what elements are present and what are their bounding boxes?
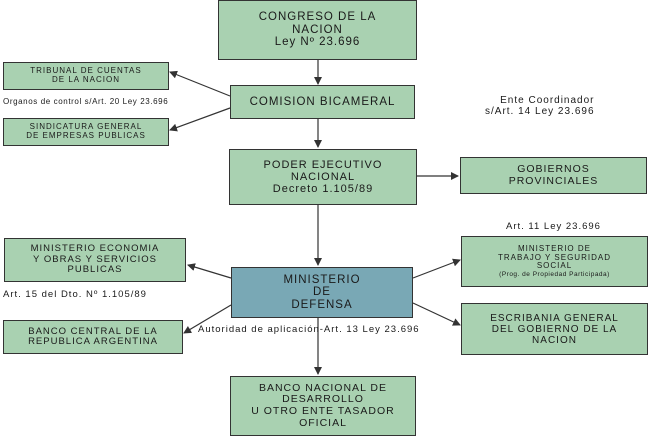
- escribania-line: ESCRIBANIA GENERAL: [490, 312, 619, 324]
- art15-label: Art. 15 del Dto. Nº 1.105/89: [3, 289, 147, 300]
- trabajo-line: TRABAJO Y SEGURIDAD: [498, 252, 611, 262]
- banco-nacional-line: U OTRO ENTE TASADOR: [251, 405, 395, 417]
- ministerio-economia-box: MINISTERIO ECONOMIA Y OBRAS Y SERVICIOS …: [4, 238, 186, 282]
- sindicatura-line: SINDICATURA GENERAL: [29, 122, 143, 132]
- defensa-line: DE: [313, 286, 331, 299]
- arrow-defensa-economia: [187, 263, 232, 279]
- arrow-defensa-escribania: [412, 302, 461, 326]
- ente-line: Ente Coordinador: [500, 95, 595, 106]
- arrow-defensa-trabajo: [412, 258, 461, 279]
- escribania-line: DEL GOBIERNO DE LA: [491, 323, 618, 335]
- arrow-comision-tribunal: [169, 70, 231, 97]
- ministerio-trabajo-box: MINISTERIO DE TRABAJO Y SEGURIDAD SOCIAL…: [461, 236, 648, 287]
- economia-line: PUBLICAS: [67, 264, 123, 276]
- tribunal-line: TRIBUNAL DE CUENTAS: [30, 66, 142, 76]
- gobiernos-box: GOBIERNOS PROVINCIALES: [460, 157, 647, 194]
- poder-line: PODER EJECUTIVO: [263, 158, 383, 171]
- trabajo-line: SOCIAL: [536, 261, 573, 271]
- trabajo-line: (Prog. de Propiedad Participada): [499, 271, 610, 279]
- poder-line: Decreto 1.105/89: [272, 183, 374, 196]
- congreso-line: NACION: [292, 23, 343, 36]
- trabajo-line: MINISTERIO DE: [517, 243, 591, 253]
- escribania-line: NACION: [532, 334, 577, 346]
- gobiernos-line: GOBIERNOS: [517, 162, 590, 175]
- economia-line: MINISTERIO ECONOMIA: [30, 243, 160, 255]
- tribunal-box: TRIBUNAL DE CUENTAS DE LA NACION: [3, 62, 169, 90]
- banco-nacional-box: BANCO NACIONAL DE DESARROLLO U OTRO ENTE…: [230, 376, 416, 436]
- defensa-line: MINISTERIO: [283, 273, 361, 286]
- comision-bicameral-box: COMISION BICAMERAL: [230, 85, 415, 119]
- arrow-comision-sindicatura: [169, 107, 231, 132]
- banco-nacional-line: DESARROLLO: [282, 393, 364, 406]
- gobiernos-line: PROVINCIALES: [508, 174, 599, 187]
- congreso-box: CONGRESO DE LA NACION Ley Nº 23.696: [218, 0, 417, 60]
- arrow-defensa-central: [183, 304, 232, 334]
- escribania-box: ESCRIBANIA GENERAL DEL GOBIERNO DE LA NA…: [461, 303, 648, 355]
- congreso-line: CONGRESO DE LA: [258, 11, 377, 24]
- banco-central-box: BANCO CENTRAL DE LA REPUBLICA ARGENTINA: [3, 320, 183, 354]
- banco-central-line: REPUBLICA ARGENTINA: [28, 336, 158, 347]
- economia-line: Y OBRAS Y SERVICIOS: [33, 253, 157, 265]
- tribunal-line: DE LA NACION: [51, 75, 120, 84]
- banco-nacional-line: BANCO NACIONAL DE: [258, 381, 388, 394]
- autoridad-aplicacion-label: Autoridad de aplicación-Art. 13 Ley 23.6…: [198, 324, 420, 335]
- banco-central-line: BANCO CENTRAL DE LA: [28, 325, 158, 337]
- art11-label: Art. 11 Ley 23.696: [506, 221, 601, 232]
- ente-coordinador-label: Ente Coordinador s/Art. 14 Ley 23.696: [485, 95, 595, 117]
- sindicatura-line: DE EMPRESAS PUBLICAS: [26, 131, 146, 140]
- congreso-line: Ley Nº 23.696: [274, 36, 361, 49]
- poder-line: NACIONAL: [290, 170, 356, 183]
- ministerio-defensa-box: MINISTERIO DE DEFENSA: [231, 267, 413, 318]
- comision-line: COMISION BICAMERAL: [249, 95, 396, 108]
- sindicatura-box: SINDICATURA GENERAL DE EMPRESAS PUBLICAS: [3, 118, 169, 146]
- ente-line: s/Art. 14 Ley 23.696: [485, 106, 595, 117]
- poder-ejecutivo-box: PODER EJECUTIVO NACIONAL Decreto 1.105/8…: [229, 149, 417, 205]
- banco-nacional-line: OFICIAL: [299, 416, 347, 429]
- defensa-line: DEFENSA: [291, 298, 353, 311]
- organos-control-label: Organos de control s/Art. 20 Ley 23.696: [3, 97, 169, 106]
